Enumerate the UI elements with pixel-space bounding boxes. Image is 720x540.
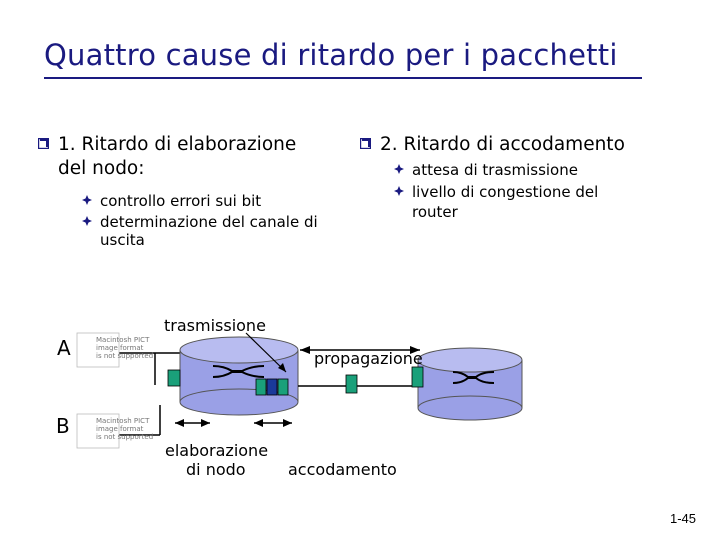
slide-title: Quattro cause di ritardo per i pacchetti [44,38,618,72]
packet-on-link [345,374,358,394]
router-right [417,347,523,421]
label-propagazione: propagazione [314,349,423,368]
checkbox-bullet-icon [38,138,49,149]
right-item-1: attesa di trasmissione [394,160,578,179]
checkbox-bullet-icon [360,138,371,149]
diamond-bullet-icon [82,191,92,209]
router-left [179,336,299,416]
host-a-placeholder-text: Macintosh PICT image format is not suppo… [96,336,154,360]
left-heading: 1. Ritardo di elaborazione [38,133,296,156]
left-item-1: controllo errori sui bit [82,191,261,210]
host-a-label: A [57,336,71,360]
right-item-2-cont: router [412,203,458,221]
host-b-label: B [56,414,70,438]
label-trasmissione: trasmissione [164,316,266,335]
label-elaborazione-2: di nodo [186,460,246,479]
packet-arriving [411,366,424,388]
packet-queue-2 [266,378,278,396]
right-heading: 2. Ritardo di accodamento [360,133,625,156]
diamond-bullet-icon [394,160,404,178]
right-item-2: livello di congestione del [394,182,598,201]
host-b-placeholder-text: Macintosh PICT image format is not suppo… [96,417,154,441]
diamond-bullet-icon [82,212,92,230]
left-item-2-cont: uscita [100,231,145,249]
label-accodamento: accodamento [288,460,397,479]
left-heading-line2: del nodo: [58,158,145,179]
label-elaborazione-1: elaborazione [165,441,269,460]
pointer-trasmissione [245,332,287,373]
packet-queue-1 [255,378,267,396]
title-underline [44,77,642,79]
packet-incoming [167,369,181,387]
page-number: 1-45 [669,511,696,526]
packet-queue-3 [277,378,289,396]
left-item-2: determinazione del canale di [82,212,318,231]
host-a-placeholder [76,332,120,368]
host-b-placeholder [76,413,120,449]
diamond-bullet-icon [394,182,404,200]
left-heading-line1: 1. Ritardo di elaborazione [58,134,297,155]
